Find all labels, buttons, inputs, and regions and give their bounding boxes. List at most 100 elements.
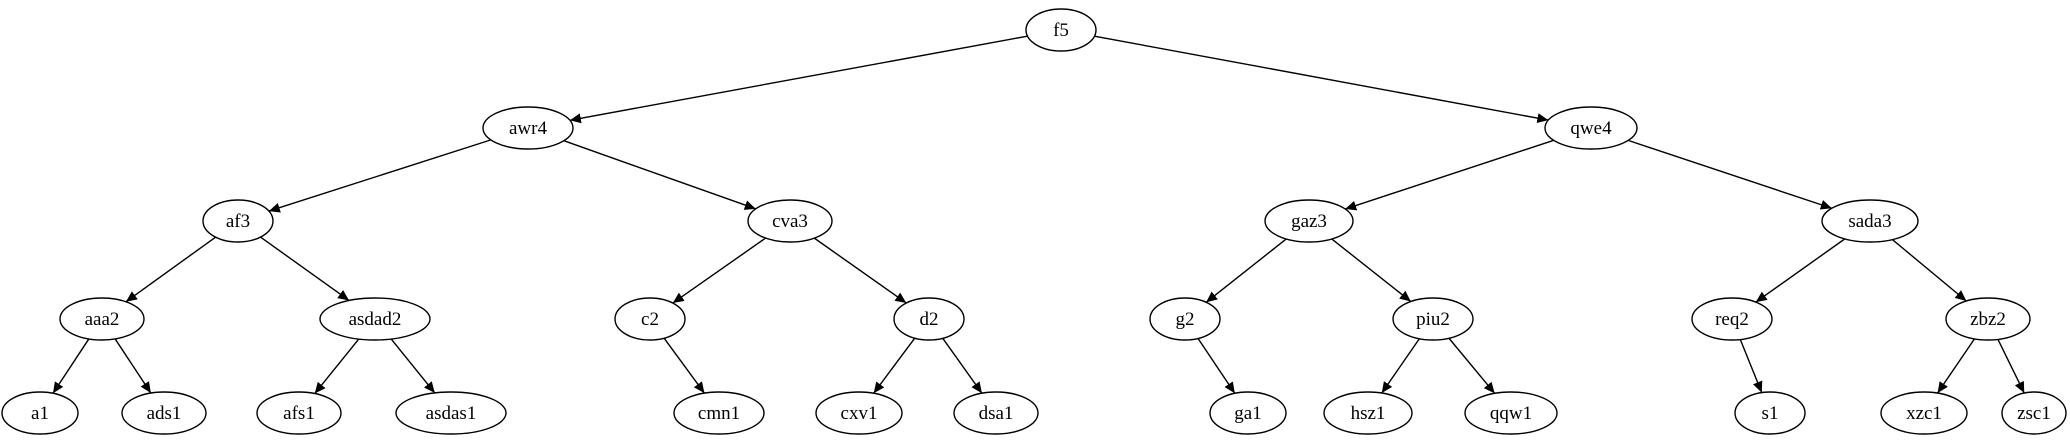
node-label: aaa2 <box>85 309 120 330</box>
node-asdad2: asdad2 <box>319 297 431 341</box>
node-label: xzc1 <box>1906 403 1942 424</box>
node-af3: af3 <box>202 199 274 243</box>
node-d2: d2 <box>893 297 965 341</box>
edge-asdad2-to-asdas1 <box>390 338 436 394</box>
node-zsc1: zsc1 <box>2001 391 2067 435</box>
node-zbz2: zbz2 <box>1945 297 2031 341</box>
node-a1: a1 <box>1 391 79 435</box>
edge-af3-to-asdad2 <box>260 236 350 302</box>
node-ellipse <box>1880 391 1968 435</box>
node-label: qqw1 <box>1490 403 1532 424</box>
node-label: sada3 <box>1848 211 1891 232</box>
node-ellipse <box>673 391 765 435</box>
node-label: asdad2 <box>349 309 402 330</box>
node-ellipse <box>747 199 833 243</box>
edge-cva3-to-c2 <box>672 237 766 304</box>
edge-zbz2-to-zsc1 <box>1997 339 2025 394</box>
node-ellipse <box>59 297 145 341</box>
node-awr4: awr4 <box>482 106 574 150</box>
node-afs1: afs1 <box>256 391 342 435</box>
node-ellipse <box>1025 8 1097 52</box>
edge-awr4-to-af3 <box>268 139 492 213</box>
node-ellipse <box>893 297 965 341</box>
edge-f5-to-qwe4 <box>1094 35 1549 124</box>
edge-zbz2-to-xzc1 <box>1936 338 1976 394</box>
edge-awr4-to-cva3 <box>563 140 756 210</box>
node-dsa1: dsa1 <box>953 391 1039 435</box>
edge-aaa2-to-a1 <box>52 338 90 394</box>
node-label: d2 <box>920 309 939 330</box>
node-ellipse <box>1264 199 1354 243</box>
node-ellipse <box>395 391 507 435</box>
node-s1: s1 <box>1734 391 1806 435</box>
node-ellipse <box>1734 391 1806 435</box>
node-qwe4: qwe4 <box>1544 106 1638 150</box>
node-ellipse <box>2001 391 2067 435</box>
node-ellipse <box>953 391 1039 435</box>
node-ellipse <box>1209 391 1287 435</box>
node-ellipse <box>1 391 79 435</box>
node-xzc1: xzc1 <box>1880 391 1968 435</box>
node-label: zsc1 <box>2017 403 2051 424</box>
node-aaa2: aaa2 <box>59 297 145 341</box>
node-cva3: cva3 <box>747 199 833 243</box>
edge-c2-to-cmn1 <box>663 337 705 394</box>
node-ellipse <box>614 297 686 341</box>
node-ellipse <box>1464 391 1558 435</box>
node-label: ga1 <box>1234 403 1261 424</box>
node-label: a1 <box>31 403 49 424</box>
node-label: qwe4 <box>1570 118 1612 139</box>
node-ellipse <box>1691 297 1773 341</box>
node-req2: req2 <box>1691 297 1773 341</box>
edge-sada3-to-req2 <box>1755 238 1846 303</box>
node-label: dsa1 <box>979 403 1014 424</box>
edge-gaz3-to-piu2 <box>1331 238 1412 303</box>
node-label: c2 <box>641 309 659 330</box>
edge-gaz3-to-g2 <box>1205 238 1287 303</box>
node-hsz1: hsz1 <box>1323 391 1413 435</box>
edge-qwe4-to-sada3 <box>1627 139 1833 210</box>
edge-req2-to-s1 <box>1739 339 1763 393</box>
node-f5: f5 <box>1025 8 1097 52</box>
edge-cva3-to-d2 <box>813 237 907 304</box>
node-ellipse <box>202 199 274 243</box>
node-sada3: sada3 <box>1821 199 1919 243</box>
node-label: s1 <box>1762 403 1779 424</box>
node-c2: c2 <box>614 297 686 341</box>
node-label: awr4 <box>509 118 547 139</box>
node-piu2: piu2 <box>1392 297 1474 341</box>
node-label: cmn1 <box>698 403 740 424</box>
edge-piu2-to-qqw1 <box>1448 337 1496 394</box>
node-cxv1: cxv1 <box>815 391 903 435</box>
edge-asdad2-to-afs1 <box>314 338 360 394</box>
node-ellipse <box>1323 391 1413 435</box>
node-label: req2 <box>1715 309 1749 330</box>
node-label: cva3 <box>772 211 808 232</box>
node-g2: g2 <box>1149 297 1221 341</box>
node-cmn1: cmn1 <box>673 391 765 435</box>
edge-d2-to-dsa1 <box>942 337 983 394</box>
node-label: g2 <box>1176 309 1195 330</box>
node-ads1: ads1 <box>121 391 207 435</box>
edge-af3-to-aaa2 <box>125 236 217 303</box>
node-ellipse <box>256 391 342 435</box>
node-ellipse <box>1945 297 2031 341</box>
node-qqw1: qqw1 <box>1464 391 1558 435</box>
node-label: af3 <box>226 211 250 232</box>
edge-f5-to-awr4 <box>569 35 1028 124</box>
edge-piu2-to-hsz1 <box>1381 338 1420 394</box>
node-ellipse <box>1149 297 1221 341</box>
node-ellipse <box>319 297 431 341</box>
node-ellipse <box>815 391 903 435</box>
node-label: afs1 <box>283 403 315 424</box>
edge-d2-to-cxv1 <box>873 337 916 394</box>
node-ellipse <box>1821 199 1919 243</box>
node-ellipse <box>121 391 207 435</box>
edge-g2-to-ga1 <box>1197 338 1236 394</box>
node-ga1: ga1 <box>1209 391 1287 435</box>
node-label: asdas1 <box>426 403 477 424</box>
edge-aaa2-to-ads1 <box>114 338 152 394</box>
node-label: zbz2 <box>1970 309 2006 330</box>
node-ellipse <box>482 106 574 150</box>
